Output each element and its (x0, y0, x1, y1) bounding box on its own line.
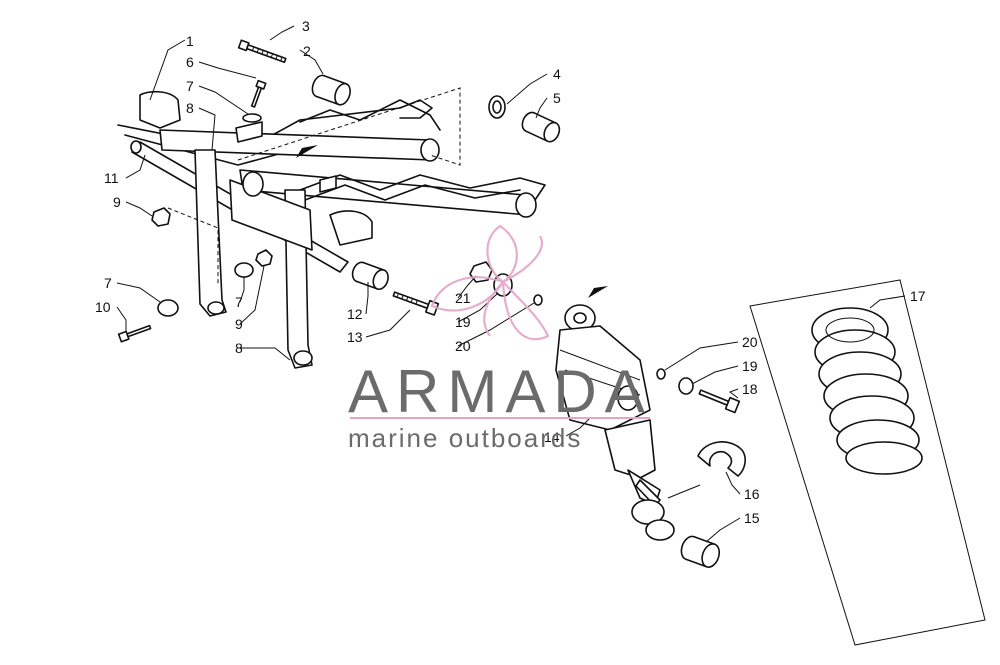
watermark-tagline: marine outboards (348, 423, 582, 453)
leader-lines (116, 25, 906, 543)
callout-labels: 1 2 3 4 5 6 7 8 11 9 7 10 7 9 8 12 13 21… (95, 18, 926, 526)
callout-21: 21 (455, 290, 471, 306)
callout-7: 7 (104, 275, 112, 291)
callout-17: 17 (910, 288, 926, 304)
watermark: ARMADA marine outboards (348, 224, 653, 453)
spring-retainer (697, 441, 747, 477)
callout-2: 2 (303, 43, 311, 59)
callout-6: 6 (186, 54, 194, 70)
hardware-parts (117, 39, 741, 414)
callout-14: 14 (544, 429, 560, 445)
arrow-indicator (296, 145, 318, 158)
callout-16: 16 (744, 486, 760, 502)
swing-arm-frame (117, 87, 546, 369)
callout-11: 11 (104, 170, 119, 186)
callout-10: 10 (95, 299, 111, 315)
callout-8: 8 (186, 100, 194, 116)
callout-9: 9 (113, 194, 121, 210)
callout-3: 3 (302, 18, 310, 34)
callout-9: 9 (235, 316, 243, 332)
callout-8: 8 (235, 340, 243, 356)
callout-12: 12 (347, 306, 363, 322)
callout-7: 7 (186, 78, 194, 94)
callout-7: 7 (235, 294, 243, 310)
callout-18: 18 (742, 381, 758, 397)
shock-absorber (555, 304, 675, 541)
callout-19: 19 (742, 358, 758, 374)
callout-4: 4 (553, 66, 561, 82)
callout-13: 13 (347, 329, 363, 345)
callout-19: 19 (455, 314, 471, 330)
propeller-logo-icon (430, 224, 550, 341)
callout-5: 5 (553, 90, 561, 106)
callout-20: 20 (742, 334, 758, 350)
watermark-brand: ARMADA (348, 358, 653, 425)
callout-20: 20 (455, 338, 471, 354)
coil-spring (749, 279, 986, 646)
arrow-indicator (588, 286, 608, 298)
callout-1: 1 (186, 33, 194, 49)
lower-bushing (680, 535, 721, 568)
callout-15: 15 (744, 510, 760, 526)
